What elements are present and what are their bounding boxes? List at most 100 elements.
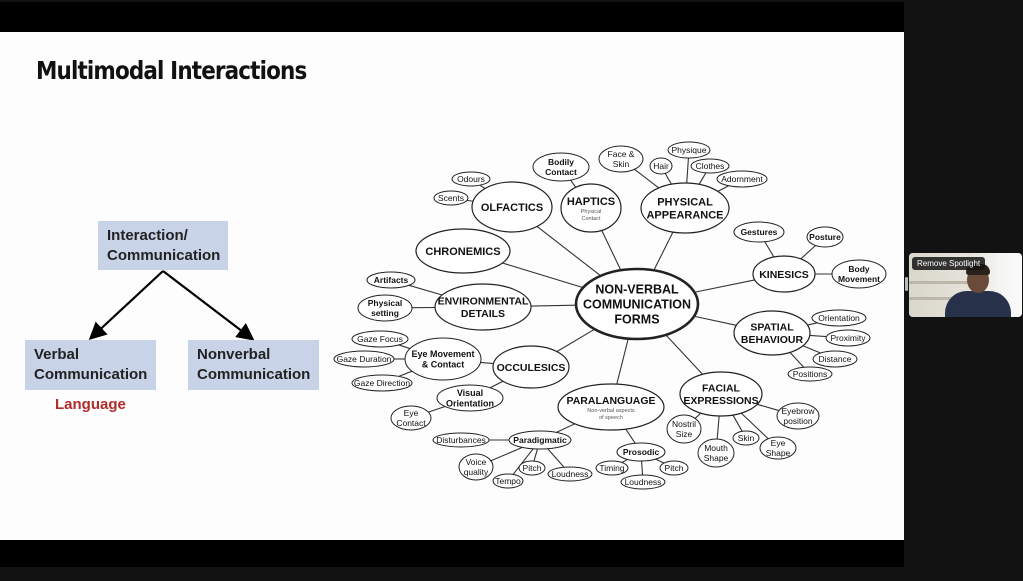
node-label: APPEARANCE xyxy=(646,210,723,222)
remove-spotlight-button[interactable]: Remove Spotlight xyxy=(912,257,986,270)
verbal-line-2: Communication xyxy=(34,366,148,383)
node-label: Skin xyxy=(738,433,755,443)
connector-paralanguage-prosodic xyxy=(625,428,636,444)
connector-center-olfactics xyxy=(536,226,602,277)
node-label: Posture xyxy=(809,232,841,242)
node-label: Pitch xyxy=(523,463,542,473)
node-sublabel: Non-verbal aspects xyxy=(587,408,635,414)
mindmap-node-eyemove: Eye Movement& Contact xyxy=(404,337,482,381)
node-ellipse xyxy=(776,402,820,430)
node-ellipse xyxy=(811,309,867,327)
node-label: Disturbances xyxy=(436,435,486,445)
node-ellipse xyxy=(451,171,491,187)
node-label: OCCULESICS xyxy=(497,362,566,374)
mindmap-node-chronemics: CHRONEMICS xyxy=(415,228,511,274)
connector-visualorient-eyecontact xyxy=(428,405,446,413)
node-ellipse xyxy=(679,371,763,417)
node-ellipse xyxy=(532,152,590,182)
connector-center-spatial xyxy=(694,315,737,326)
connector-haptics-bodily xyxy=(570,179,577,188)
connector-occulesics-visualorient xyxy=(489,380,504,389)
node-label: Loudness xyxy=(625,477,662,487)
node-label: Contact xyxy=(396,418,426,428)
nonverbal-line-1: Nonverbal xyxy=(197,346,271,363)
connector-center-kinesics xyxy=(694,279,755,293)
node-label: Gaze Direction xyxy=(354,378,410,388)
video-panel-drag-handle[interactable] xyxy=(905,277,908,291)
connector-center-facial xyxy=(665,334,704,375)
node-label: Orientation xyxy=(818,313,860,323)
verbal-line-1: Verbal xyxy=(34,346,80,363)
root-line-2: Communication xyxy=(107,246,221,264)
video-shelf xyxy=(909,297,969,300)
mindmap-node-timing: Timing xyxy=(595,460,629,476)
node-ellipse xyxy=(659,460,689,476)
mindmap-node-clothes: Clothes xyxy=(690,158,730,174)
participant-video-tile[interactable]: Remove Spotlight xyxy=(909,253,1022,317)
interaction-communication-box: Interaction/ Communication xyxy=(98,221,228,270)
node-ellipse xyxy=(508,430,572,450)
node-label: Scents xyxy=(438,193,464,203)
node-label: Eye xyxy=(404,408,419,418)
node-label: BEHAVIOUR xyxy=(741,334,804,346)
connector-center-environmental xyxy=(530,304,577,307)
node-label: Face & xyxy=(608,149,635,159)
node-label: CHRONEMICS xyxy=(425,246,500,258)
node-ellipse xyxy=(831,259,887,289)
connector-occulesics-eyemove xyxy=(480,361,494,365)
node-label: NON-VERBAL xyxy=(595,283,679,297)
connector-physical-clothes xyxy=(698,172,707,185)
node-label: Hair xyxy=(653,161,669,171)
connector-physical-hair xyxy=(664,173,672,185)
slide: Multimodal Interactions Interaction/ Com… xyxy=(0,32,904,540)
node-ellipse xyxy=(557,383,665,431)
node-label: Gaze Duration xyxy=(337,354,392,364)
node-label: Gaze Focus xyxy=(357,334,403,344)
node-label: Movement xyxy=(838,274,880,284)
node-ellipse xyxy=(415,228,511,274)
mindmap-node-olfactics: OLFACTICS xyxy=(471,181,553,233)
mindmap-node-positions: Positions xyxy=(787,366,833,382)
node-label: quality xyxy=(464,467,489,477)
connector-eyemove-gazedirection xyxy=(398,370,413,377)
node-ellipse xyxy=(471,181,553,233)
node-label: Physique xyxy=(672,145,707,155)
connector-spatial-positions xyxy=(789,352,805,368)
node-ellipse xyxy=(640,182,730,234)
node-label: EXPRESSIONS xyxy=(683,395,758,407)
node-label: Physical xyxy=(368,298,403,308)
connector-center-physical xyxy=(653,231,674,271)
node-label: Artifacts xyxy=(374,275,409,285)
connector-facial-skin xyxy=(732,414,743,432)
node-ellipse xyxy=(492,473,524,489)
node-ellipse xyxy=(390,405,432,431)
connector-prosodic-timing xyxy=(621,458,628,463)
mindmap-node-tempo: Tempo xyxy=(492,473,524,489)
mindmap-node-skin: Skin xyxy=(732,430,760,446)
node-sublabel: of speech xyxy=(599,415,623,421)
mindmap-node-proximity: Proximity xyxy=(825,329,871,347)
connector-eyemove-gazefocus xyxy=(398,344,411,350)
connector-facial-eyebrow xyxy=(757,403,780,412)
connector-paradigmatic-pitch1 xyxy=(533,448,538,462)
node-label: SPATIAL xyxy=(750,321,794,333)
node-ellipse xyxy=(404,337,482,381)
mindmap-node-occulesics: OCCULESICS xyxy=(492,345,570,389)
node-ellipse xyxy=(759,436,797,460)
mindmap-nodes: NON-VERBALCOMMUNICATIONFORMSOLFACTICSOdo… xyxy=(333,141,887,490)
node-ellipse xyxy=(518,460,546,476)
node-ellipse xyxy=(787,366,833,382)
connector-kinesics-gestures xyxy=(764,241,775,258)
node-label: Tempo xyxy=(495,476,521,486)
node-ellipse xyxy=(434,283,532,331)
mindmap-node-adornment: Adornment xyxy=(716,170,768,188)
participant-body xyxy=(945,291,1011,317)
node-label: Eye Movement xyxy=(411,349,474,359)
